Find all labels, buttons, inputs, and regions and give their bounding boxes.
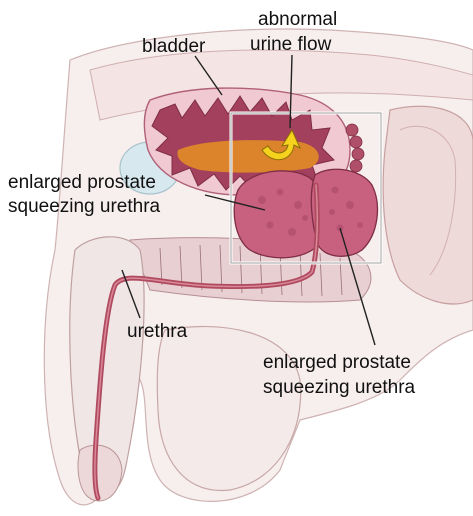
label-prostate-left-1: enlarged prostate [8,172,156,193]
label-abnormal-flow-1: abnormal [258,9,337,30]
label-abnormal-flow-2: urine flow [250,34,332,55]
prostate-left-lobe [234,171,324,258]
label-urethra: urethra [127,321,188,342]
label-prostate-left-2: squeezing urethra [8,196,161,217]
label-prostate-right-1: enlarged prostate [263,352,411,373]
label-prostate-right-2: squeezing urethra [263,377,416,398]
glans [78,445,122,501]
label-bladder: bladder [142,36,206,57]
